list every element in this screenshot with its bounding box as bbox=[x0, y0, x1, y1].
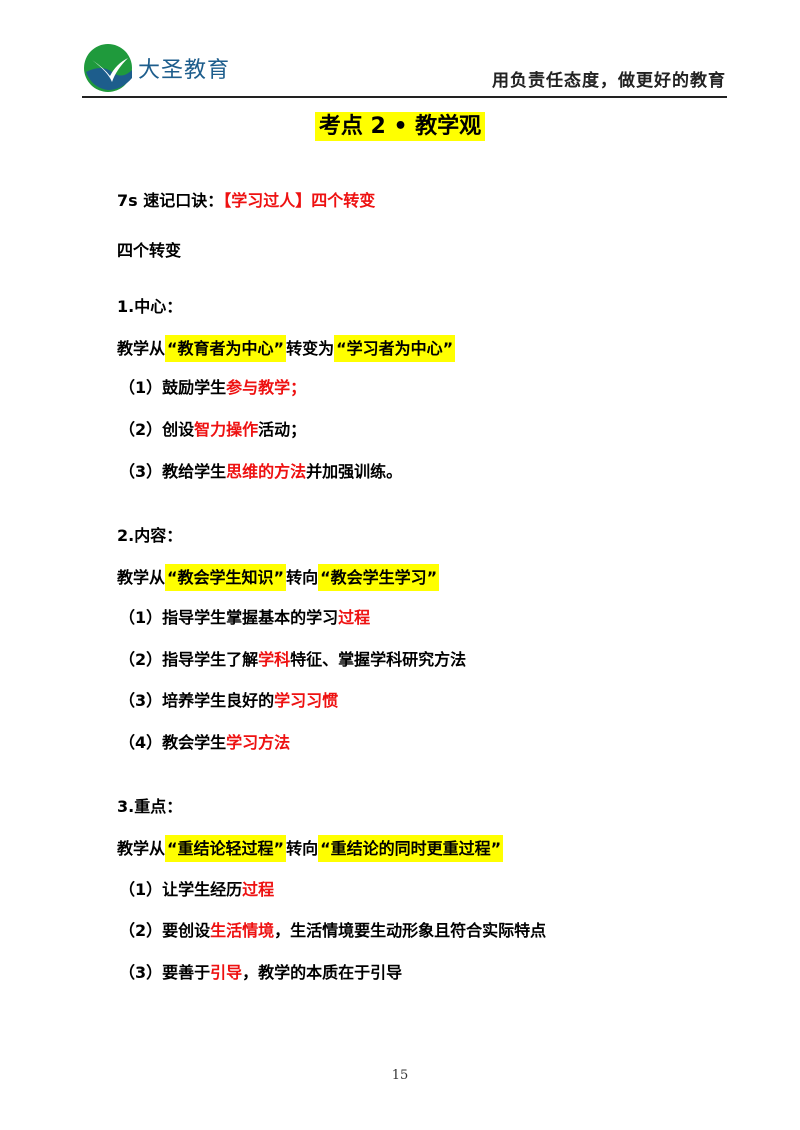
page-title: 考点 2 • 教学观 bbox=[0, 108, 800, 141]
page-header: 大圣教育 用负责任态度，做更好的教育 bbox=[82, 38, 732, 96]
list-item: （3）培养学生良好的学习习惯 bbox=[119, 691, 339, 710]
list-item: （3）要善于引导，教学的本质在于引导 bbox=[119, 963, 403, 982]
header-divider bbox=[82, 96, 727, 98]
section-heading: 3.重点： bbox=[117, 797, 183, 816]
swallow-logo-icon bbox=[84, 44, 132, 92]
section-heading: 1.中心： bbox=[117, 297, 183, 316]
mnemonic-line: 7s 速记口诀：【学习过人】四个转变 bbox=[117, 191, 376, 210]
list-item: （2）指导学生了解学科特征、掌握学科研究方法 bbox=[119, 650, 467, 669]
list-item: （4）教会学生学习方法 bbox=[119, 733, 291, 752]
brand-name: 大圣教育 bbox=[138, 58, 231, 83]
change-line: 教学从“教育者为中心”转变为“学习者为中心” bbox=[117, 335, 456, 362]
list-item: （2）创设智力操作活动； bbox=[119, 420, 307, 439]
subtitle: 四个转变 bbox=[117, 241, 182, 260]
header-slogan: 用负责任态度，做更好的教育 bbox=[492, 71, 726, 91]
list-item: （3）教给学生思维的方法并加强训练。 bbox=[119, 462, 403, 481]
page-number: 15 bbox=[391, 1068, 409, 1083]
list-item: （1）让学生经历过程 bbox=[119, 880, 275, 899]
list-item: （1）鼓励学生参与教学； bbox=[119, 378, 307, 397]
change-line: 教学从“重结论轻过程”转向“重结论的同时更重过程” bbox=[117, 835, 504, 862]
change-line: 教学从“教会学生知识”转向“教会学生学习” bbox=[117, 564, 440, 591]
section-heading: 2.内容： bbox=[117, 526, 183, 545]
list-item: （1）指导学生掌握基本的学习过程 bbox=[119, 608, 371, 627]
list-item: （2）要创设生活情境，生活情境要生动形象且符合实际特点 bbox=[119, 921, 547, 940]
